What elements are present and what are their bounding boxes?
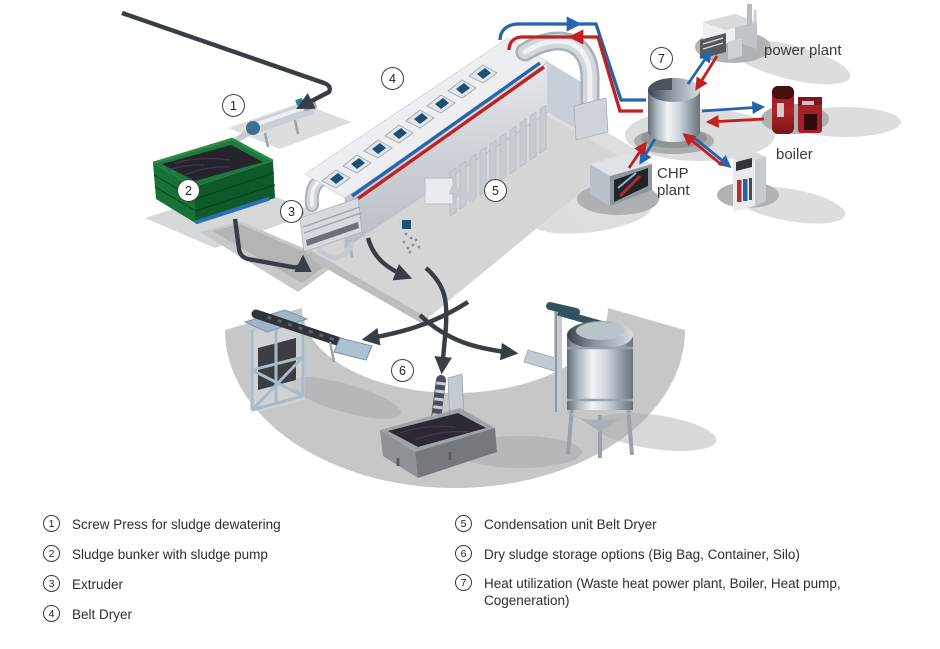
legend-text-2: Sludge bunker with sludge pump: [72, 546, 268, 562]
sludge-flow-arrows: [121, 10, 519, 375]
callout-number: 6: [399, 363, 406, 378]
raw-sludge-inlet-arrow: [121, 10, 333, 110]
process-diagram: [121, 4, 901, 488]
legend-item-4: 4 Belt Dryer: [43, 605, 132, 623]
callout-number: 7: [658, 51, 665, 66]
legend-item-7: 7 Heat utilization (Waste heat power pla…: [455, 574, 914, 609]
callout-2-sludge-bunker: 2: [177, 179, 200, 202]
legend-item-3: 3 Extruder: [43, 575, 123, 593]
legend-item-1: 1 Screw Press for sludge dewatering: [43, 515, 281, 533]
screw-press-pad: [228, 103, 352, 149]
power-plant: [695, 4, 771, 63]
legend-badge-1: 1: [43, 515, 60, 532]
legend-item-2: 2 Sludge bunker with sludge pump: [43, 545, 268, 563]
legend-text-4: Belt Dryer: [72, 606, 133, 622]
callout-number: 1: [230, 98, 237, 113]
legend-badge-2: 2: [43, 545, 60, 562]
belt-dryer: [296, 31, 609, 271]
heat-pump: [717, 152, 779, 212]
belt-conveyor: [251, 309, 357, 351]
legend-item-5: 5 Condensation unit Belt Dryer: [455, 515, 657, 533]
callout-number: 4: [389, 71, 396, 86]
legend-text-6: Dry sludge storage options (Big Bag, Con…: [484, 546, 800, 562]
callout-5-condensation: 5: [484, 179, 507, 202]
heat-storage-tank: [648, 90, 700, 142]
legend-text-1: Screw Press for sludge dewatering: [72, 516, 281, 532]
callout-3-extruder: 3: [280, 200, 303, 223]
legend-badge-5: 5: [455, 515, 472, 532]
callout-1-screw-press: 1: [222, 94, 245, 117]
sludge-bunker: [152, 137, 276, 224]
callout-7-heat-hub: 7: [650, 47, 673, 70]
callout-number: 5: [492, 183, 499, 198]
legend-badge-3: 3: [43, 575, 60, 592]
heat-hub: [577, 4, 829, 215]
callout-number: 2: [185, 183, 192, 198]
dry-pellets: [402, 232, 421, 254]
container-station: [380, 373, 497, 478]
boiler-label: boiler: [776, 146, 813, 163]
sludge-pump-pipe: [195, 197, 270, 224]
legend-badge-4: 4: [43, 605, 60, 622]
legend-text-7: Heat utilization (Waste heat power plant…: [484, 575, 841, 608]
callout-number: 3: [288, 204, 295, 219]
power-plant-label: power plant: [764, 42, 842, 59]
boiler: [761, 86, 829, 134]
legend-item-6: 6 Dry sludge storage options (Big Bag, C…: [455, 545, 800, 563]
legend-badge-6: 6: [455, 545, 472, 562]
callout-6-storage: 6: [391, 359, 414, 382]
extruder: [296, 197, 363, 271]
silo-station: [523, 302, 634, 458]
supply-lines: [498, 16, 646, 113]
callout-4-belt-dryer: 4: [381, 67, 404, 90]
big-bag-station: [243, 309, 373, 414]
legend-text-3: Extruder: [72, 576, 124, 592]
legend-text-5: Condensation unit Belt Dryer: [484, 516, 657, 532]
legend-badge-7: 7: [455, 574, 472, 591]
heat-flow-arrows: [627, 49, 766, 169]
bunker-pad: [145, 185, 315, 248]
condensation-unit: [449, 104, 547, 217]
chp-plant: [577, 148, 659, 215]
